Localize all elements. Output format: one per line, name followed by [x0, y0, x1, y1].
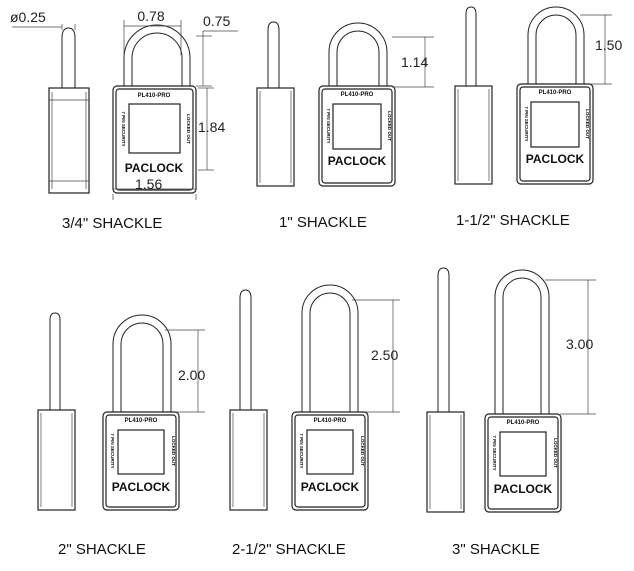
dim-clearance: 2.00 — [178, 367, 205, 383]
side-text-left: 7 PIN SECURITY — [524, 106, 529, 141]
side-text-right: LOCKED OUT — [585, 109, 590, 139]
front-view: PL410-PRO 7 PIN SECURITY LOCKED OUT PACL… — [516, 6, 594, 185]
side-text-left: 7 PIN SECURITY — [492, 435, 497, 470]
model-label: PL410-PRO — [314, 418, 347, 424]
side-text-right: LOCKED OUT — [360, 436, 365, 466]
dim-inner-width: 0.75 — [203, 13, 230, 29]
side-text-right: LOCKED OUT — [186, 114, 191, 144]
caption: 1-1/2" SHACKLE — [456, 212, 570, 229]
dim-clearance: 2.50 — [371, 347, 398, 363]
dimensions: 2.50 — [352, 299, 400, 413]
front-view: PL410-PRO 7 PIN SECURITY LOCKED OUT PACL… — [318, 22, 396, 187]
dim-body-width: 1.56 — [135, 176, 162, 192]
caption: 3/4" SHACKLE — [62, 215, 162, 232]
caption: 2-1/2" SHACKLE — [232, 541, 346, 558]
model-label: PL410-PRO — [507, 420, 540, 426]
model-label: PL410-PRO — [341, 92, 374, 98]
caption: 1" SHACKLE — [279, 214, 367, 231]
lock-1-shackle: PL410-PRO 7 PIN SECURITY LOCKED OUT PACL… — [256, 21, 434, 231]
side-view — [256, 21, 295, 187]
side-text-left: 7 PIN SECURITY — [326, 108, 331, 143]
brand-logo: PACLOCK — [526, 152, 585, 166]
side-text-right: LOCKED OUT — [171, 436, 176, 466]
dimensions: 3.00 — [545, 279, 596, 415]
side-text-right: LOCKED OUT — [553, 438, 558, 468]
model-label: PL410-PRO — [138, 93, 171, 99]
dim-diameter: ø0.25 — [10, 9, 46, 25]
dimensions: 1.14 — [392, 36, 434, 88]
front-view: PL410-PRO 7 PIN SECURITY LOCKED OUT PACL… — [291, 284, 369, 511]
brand-logo: PACLOCK — [494, 482, 553, 496]
front-view: PL410-PRO 7 PIN SECURITY LOCKED OUT PACL… — [102, 314, 180, 511]
brand-logo: PACLOCK — [301, 480, 360, 494]
dimensions: 2.00 — [165, 329, 205, 413]
brand-logo: PACLOCK — [328, 154, 387, 168]
brand-logo: PACLOCK — [125, 161, 184, 175]
dim-clearance: 3.00 — [566, 336, 593, 352]
side-text-left: 7 PIN SECURITY — [299, 433, 304, 468]
lock-2-shackle: PL410-PRO 7 PIN SECURITY LOCKED OUT PACL… — [37, 312, 205, 558]
side-text-left: 7 PIN SECURITY — [110, 433, 115, 468]
model-label: PL410-PRO — [125, 418, 158, 424]
dimensions: 1.50 — [580, 14, 622, 85]
lock-2-1-2-shackle: PL410-PRO 7 PIN SECURITY LOCKED OUT PACL… — [229, 284, 400, 558]
side-view — [48, 27, 90, 194]
side-view — [37, 312, 76, 511]
dim-clearance: 1.14 — [401, 54, 428, 70]
caption: 3" SHACKLE — [452, 541, 540, 558]
model-label: PL410-PRO — [539, 90, 572, 96]
dim-body-height: 1.84 — [198, 119, 225, 135]
dimensions: ø0.25 0.78 0.75 1.84 1.56 — [10, 8, 238, 200]
lock-1-1-2-shackle: PL410-PRO 7 PIN SECURITY LOCKED OUT PACL… — [454, 6, 622, 229]
front-view: PL410-PRO 7 PIN SECURITY LOCKED OUT PACL… — [484, 269, 562, 513]
front-view: PL410-PRO 7 PIN SECURITY LOCKED OUT PACL… — [112, 24, 197, 194]
side-view — [426, 267, 465, 513]
dim-clearance: 1.50 — [595, 37, 622, 53]
side-text-left: 7 PIN SECURITY — [121, 111, 126, 146]
caption: 2" SHACKLE — [58, 541, 146, 558]
lock-3-shackle: PL410-PRO 7 PIN SECURITY LOCKED OUT PACL… — [426, 267, 596, 558]
side-text-right: LOCKED OUT — [387, 111, 392, 141]
dim-shackle-width: 0.78 — [137, 8, 164, 24]
side-view — [454, 6, 493, 185]
side-view — [229, 289, 268, 511]
brand-logo: PACLOCK — [112, 480, 171, 494]
lock-3-4-shackle: PL410-PRO 7 PIN SECURITY LOCKED OUT PACL… — [10, 8, 238, 232]
